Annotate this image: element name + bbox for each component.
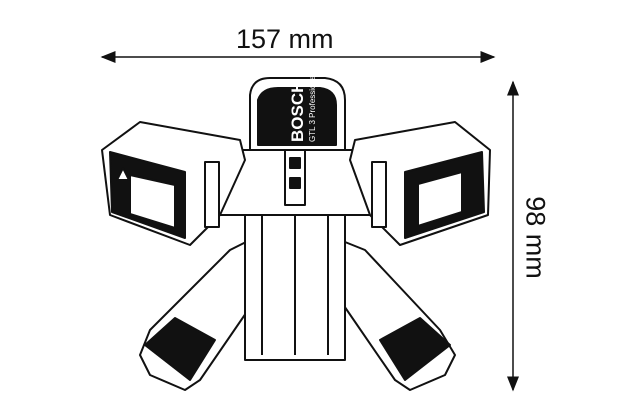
svg-text:BOSCH: BOSCH: [288, 81, 307, 142]
width-dimension-label: 157 mm: [236, 24, 334, 54]
height-dimension-label: 98 mm: [520, 196, 551, 279]
svg-text:GTL 3 Professional: GTL 3 Professional: [308, 74, 317, 142]
right-foot: [379, 317, 451, 381]
brand-logo: BOSCH GTL 3 Professional: [288, 74, 317, 142]
left-foot: [144, 317, 216, 381]
